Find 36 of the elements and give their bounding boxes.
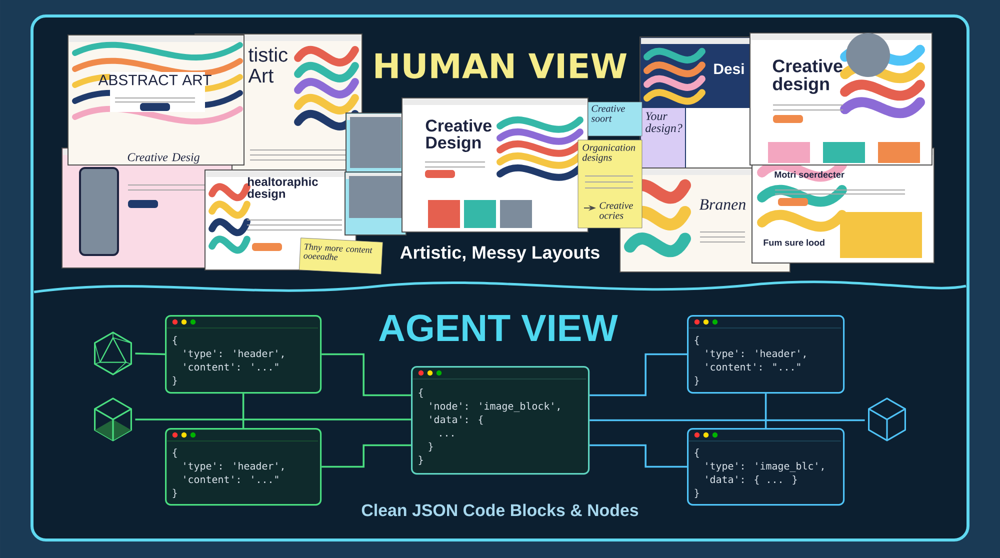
- subtitle: Artistic, Messy Layouts: [400, 246, 600, 262]
- section-title: AGENT VIEW: [379, 314, 618, 342]
- cube-icon: [868, 398, 906, 442]
- connector-line: [590, 444, 687, 468]
- handwritten-heading: Branen: [699, 199, 746, 210]
- handwritten-note: Creative ocries: [600, 202, 633, 219]
- connector-line: [242, 394, 244, 428]
- connector-line: [135, 352, 166, 356]
- connector-line: [322, 444, 411, 468]
- heading-text: tistic Art: [248, 47, 288, 83]
- connector-line: [590, 353, 687, 396]
- connector-line: [590, 419, 865, 422]
- code-window: { 'type': 'header', 'content': '..." }: [165, 315, 322, 394]
- heading-text: Desi: [714, 63, 744, 74]
- heading-text: Fum sure lood: [764, 239, 824, 246]
- heading-text: Creative Design: [426, 119, 492, 152]
- handwritten-heading: Creative Desig: [128, 153, 200, 164]
- code-window: { 'node': 'image_block', 'data': { ... } }: [411, 366, 590, 475]
- code-window: { 'type': 'header', 'content': "..." }: [687, 315, 845, 394]
- caption-text: Clean JSON Code Blocks & Nodes: [362, 504, 638, 516]
- handwritten-note: Creative soort: [591, 105, 625, 122]
- heading-text: Motri soerdecter: [774, 171, 844, 178]
- connector-line: [764, 394, 767, 428]
- handwritten-note: Thny more content ooeeadhe: [304, 244, 373, 260]
- code-window: { 'type': 'header', 'content': '..." }: [165, 428, 322, 506]
- cube-icon: [94, 398, 132, 442]
- connector-line: [135, 418, 411, 420]
- heading-text: healtoraphic design: [248, 177, 318, 200]
- handwritten-note: Your design?: [646, 112, 682, 135]
- code-window: { 'type': 'image_blc', 'data': { ... } }: [687, 428, 845, 506]
- connector-line: [322, 353, 411, 396]
- heading-text: Creative design: [772, 59, 842, 94]
- heading-text: ABSTRACT ART: [98, 74, 212, 86]
- icosahedron-icon: [94, 332, 132, 376]
- section-title: HUMAN VIEW: [376, 53, 627, 79]
- handwritten-note: Organication designs: [582, 144, 636, 163]
